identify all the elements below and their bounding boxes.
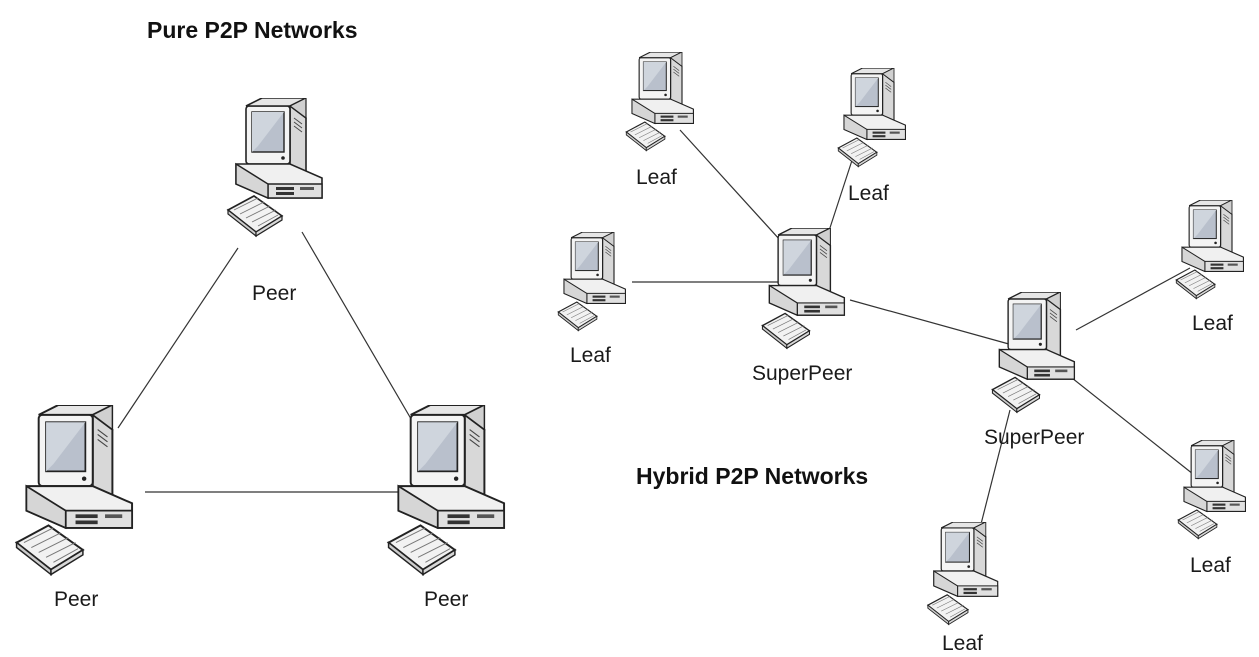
link-peer-top-peer-left	[117, 247, 239, 429]
link-superpeer2-leaf4	[1075, 267, 1191, 331]
leaf-1-computer-icon	[625, 52, 695, 152]
pure-links	[117, 231, 429, 493]
peer-top-label: Peer	[252, 282, 296, 305]
leaf-1-label: Leaf	[636, 166, 677, 189]
pure-network-title: Pure P2P Networks	[147, 17, 358, 43]
leaf-6-label: Leaf	[942, 632, 983, 655]
leaf-3-label: Leaf	[570, 344, 611, 367]
leaf-4-label: Leaf	[1192, 312, 1233, 335]
peer-left-computer-icon	[15, 405, 134, 576]
leaf-2-computer-icon	[837, 68, 907, 168]
leaf-6-computer-icon	[927, 522, 999, 626]
peer-top-computer-icon	[226, 98, 324, 238]
superpeer-2-label: SuperPeer	[984, 426, 1084, 449]
link-peer-top-peer-right	[301, 231, 429, 449]
peer-right-label: Peer	[424, 588, 468, 611]
hybrid-network-title: Hybrid P2P Networks	[636, 463, 868, 489]
superpeer-2-computer-icon	[991, 292, 1076, 414]
peer-right-computer-icon	[387, 405, 506, 576]
leaf-2-label: Leaf	[848, 182, 889, 205]
link-superpeer2-leaf6	[979, 409, 1011, 529]
leaf-3-computer-icon	[557, 232, 627, 332]
leaf-5-computer-icon	[1177, 440, 1247, 540]
superpeer-1-label: SuperPeer	[752, 362, 852, 385]
link-superpeer2-leaf5	[1071, 377, 1199, 479]
leaf-4-computer-icon	[1175, 200, 1245, 300]
superpeer-1-computer-icon	[761, 228, 846, 350]
link-superpeer1-superpeer2	[849, 299, 1017, 347]
peer-left-label: Peer	[54, 588, 98, 611]
leaf-5-label: Leaf	[1190, 554, 1231, 577]
